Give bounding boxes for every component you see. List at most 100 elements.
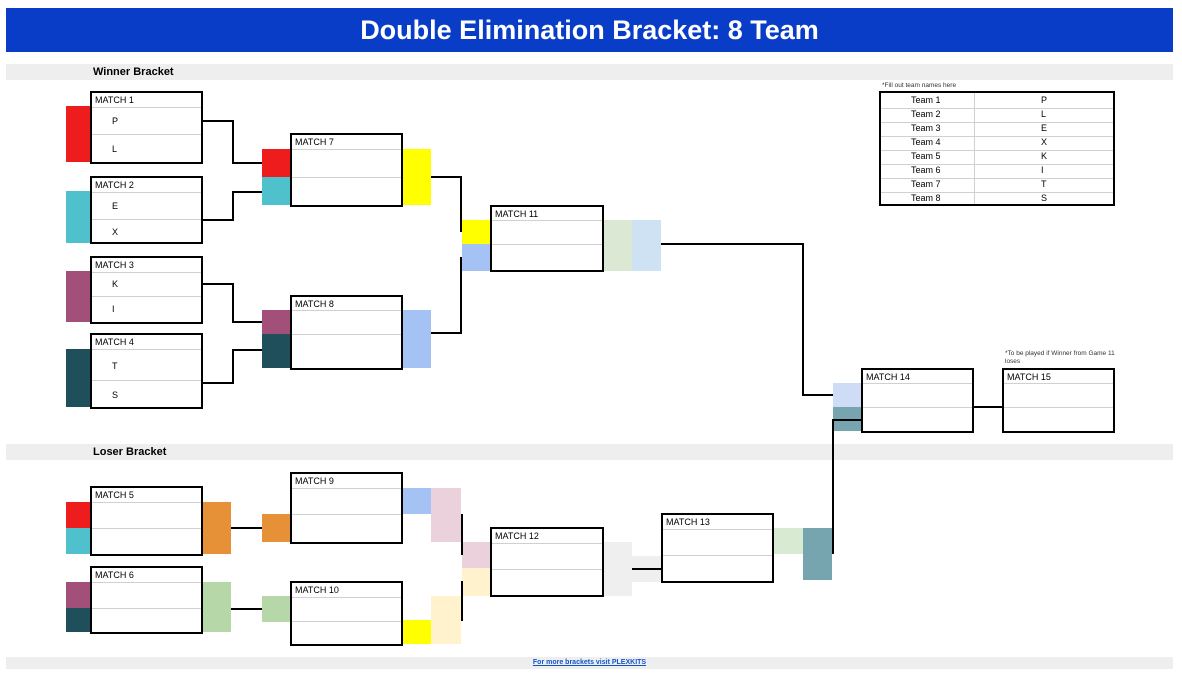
- team5-color-swatch: [66, 271, 90, 295]
- match7-winner-swatch: [402, 149, 431, 205]
- match-12-label: MATCH 12: [495, 531, 539, 541]
- roster-team-name[interactable]: T: [1041, 179, 1047, 189]
- match-2-label: MATCH 2: [95, 180, 134, 190]
- match6-winner-swatch: [202, 582, 231, 632]
- roster-team-label: Team 4: [911, 137, 941, 147]
- roster-team-label: Team 7: [911, 179, 941, 189]
- roster-team-name[interactable]: L: [1041, 109, 1047, 119]
- match6-slot2-swatch: [66, 608, 90, 632]
- roster-row: Team 7 T: [881, 178, 1113, 193]
- match6-slot1-swatch: [66, 582, 90, 608]
- match-1-team-top[interactable]: P: [112, 116, 119, 126]
- loser-bracket-heading: Loser Bracket: [93, 446, 167, 458]
- match14-slot1-swatch: [833, 383, 861, 407]
- winner-bracket-band: [6, 64, 1173, 80]
- match-2-team-bottom[interactable]: X: [112, 227, 119, 237]
- match-6-label: MATCH 6: [95, 570, 134, 580]
- footer-band: For more brackets visit PLEXKITS: [6, 657, 1173, 669]
- match-7-label: MATCH 7: [295, 137, 334, 147]
- roster-row: Team 2 L: [881, 108, 1113, 123]
- match-14-box: MATCH 14: [861, 368, 974, 433]
- roster-team-name[interactable]: X: [1041, 137, 1048, 147]
- match-10-label: MATCH 10: [295, 585, 339, 595]
- loser-bracket-band: [6, 444, 1173, 460]
- match5-slot2-swatch: [66, 528, 90, 554]
- match12-slot1-swatch: [462, 542, 490, 568]
- match7-slot2-swatch: [262, 177, 290, 205]
- match11-slot2-swatch: [462, 244, 490, 271]
- team4-color-swatch: [66, 217, 90, 243]
- match-8-label: MATCH 8: [295, 299, 334, 309]
- page-title: Double Elimination Bracket: 8 Team: [6, 8, 1173, 52]
- team8-color-swatch: [66, 379, 90, 407]
- match-7-box: MATCH 7: [290, 133, 403, 207]
- roster-row: Team 4 X: [881, 136, 1113, 151]
- match8-slot1-swatch: [262, 310, 290, 334]
- roster-team-label: Team 1: [911, 95, 941, 105]
- match-11-label: MATCH 11: [495, 209, 539, 219]
- match-4-team-bottom[interactable]: S: [112, 390, 119, 400]
- team1-color-swatch: [66, 106, 90, 134]
- match8-slot2-swatch: [262, 334, 290, 368]
- roster-row: Team 1 P: [881, 94, 1113, 109]
- team3-color-swatch: [66, 191, 90, 217]
- match-1-box: MATCH 1 P L: [90, 91, 203, 164]
- match-6-box: MATCH 6: [90, 566, 203, 634]
- roster-team-label: Team 6: [911, 165, 941, 175]
- match-5-label: MATCH 5: [95, 490, 134, 500]
- match-3-team-bottom[interactable]: I: [112, 304, 115, 314]
- match-5-box: MATCH 5: [90, 486, 203, 556]
- match-3-label: MATCH 3: [95, 260, 134, 270]
- match-12-box: MATCH 12: [490, 527, 604, 597]
- match-13-box: MATCH 13: [661, 513, 774, 583]
- match-2-team-top[interactable]: E: [112, 201, 119, 211]
- match5-winner-swatch: [202, 502, 231, 554]
- match-3-box: MATCH 3 K I: [90, 256, 203, 324]
- roster-team-name[interactable]: K: [1041, 151, 1048, 161]
- match-15-label: MATCH 15: [1007, 372, 1051, 382]
- match-3-team-top[interactable]: K: [112, 279, 119, 289]
- match9-slot1-swatch: [402, 488, 431, 514]
- match-2-box: MATCH 2 E X: [90, 176, 203, 244]
- match11-out1-swatch: [603, 220, 632, 271]
- team7-color-swatch: [66, 349, 90, 379]
- match-10-box: MATCH 10: [290, 581, 403, 646]
- roster-team-name[interactable]: I: [1041, 165, 1044, 175]
- team6-color-swatch: [66, 295, 90, 322]
- plexkits-link[interactable]: For more brackets visit PLEXKITS: [532, 659, 647, 666]
- match9-slot2-swatch: [262, 514, 290, 542]
- match-4-team-top[interactable]: T: [112, 361, 118, 371]
- match11-out2-swatch: [632, 220, 661, 271]
- match-14-label: MATCH 14: [866, 372, 910, 382]
- match15-note: *To be played if Winner from Game 11 los…: [1005, 350, 1115, 365]
- winner-bracket-heading: Winner Bracket: [93, 66, 174, 78]
- match-1-team-bottom[interactable]: L: [112, 144, 118, 154]
- match-9-box: MATCH 9: [290, 472, 403, 544]
- match5-slot1-swatch: [66, 502, 90, 528]
- match-4-label: MATCH 4: [95, 337, 134, 347]
- match12-slot2-swatch: [462, 568, 490, 596]
- roster-row: Team 6 I: [881, 164, 1113, 179]
- match10-slot1-swatch: [402, 620, 431, 644]
- roster-team-label: Team 2: [911, 109, 941, 119]
- match13-out1-swatch: [773, 528, 803, 554]
- fill-out-note: *Fill out team names here: [882, 82, 957, 89]
- match-4-box: MATCH 4 T S: [90, 333, 203, 409]
- match-11-box: MATCH 11: [490, 205, 604, 272]
- match12-winner-swatch: [603, 542, 632, 596]
- match10-slot2-swatch: [262, 596, 290, 622]
- roster-team-name[interactable]: E: [1041, 123, 1048, 133]
- roster-team-name[interactable]: S: [1041, 193, 1048, 203]
- match9-winner-swatch: [431, 488, 461, 542]
- match10-winner-swatch: [431, 596, 461, 644]
- match7-slot1-swatch: [262, 149, 290, 177]
- roster-row: Team 5 K: [881, 150, 1113, 165]
- match-13-label: MATCH 13: [666, 517, 710, 527]
- roster-team-name[interactable]: P: [1041, 95, 1048, 105]
- match-9-label: MATCH 9: [295, 476, 334, 486]
- roster-team-label: Team 5: [911, 151, 941, 161]
- match11-slot1-swatch: [462, 220, 490, 244]
